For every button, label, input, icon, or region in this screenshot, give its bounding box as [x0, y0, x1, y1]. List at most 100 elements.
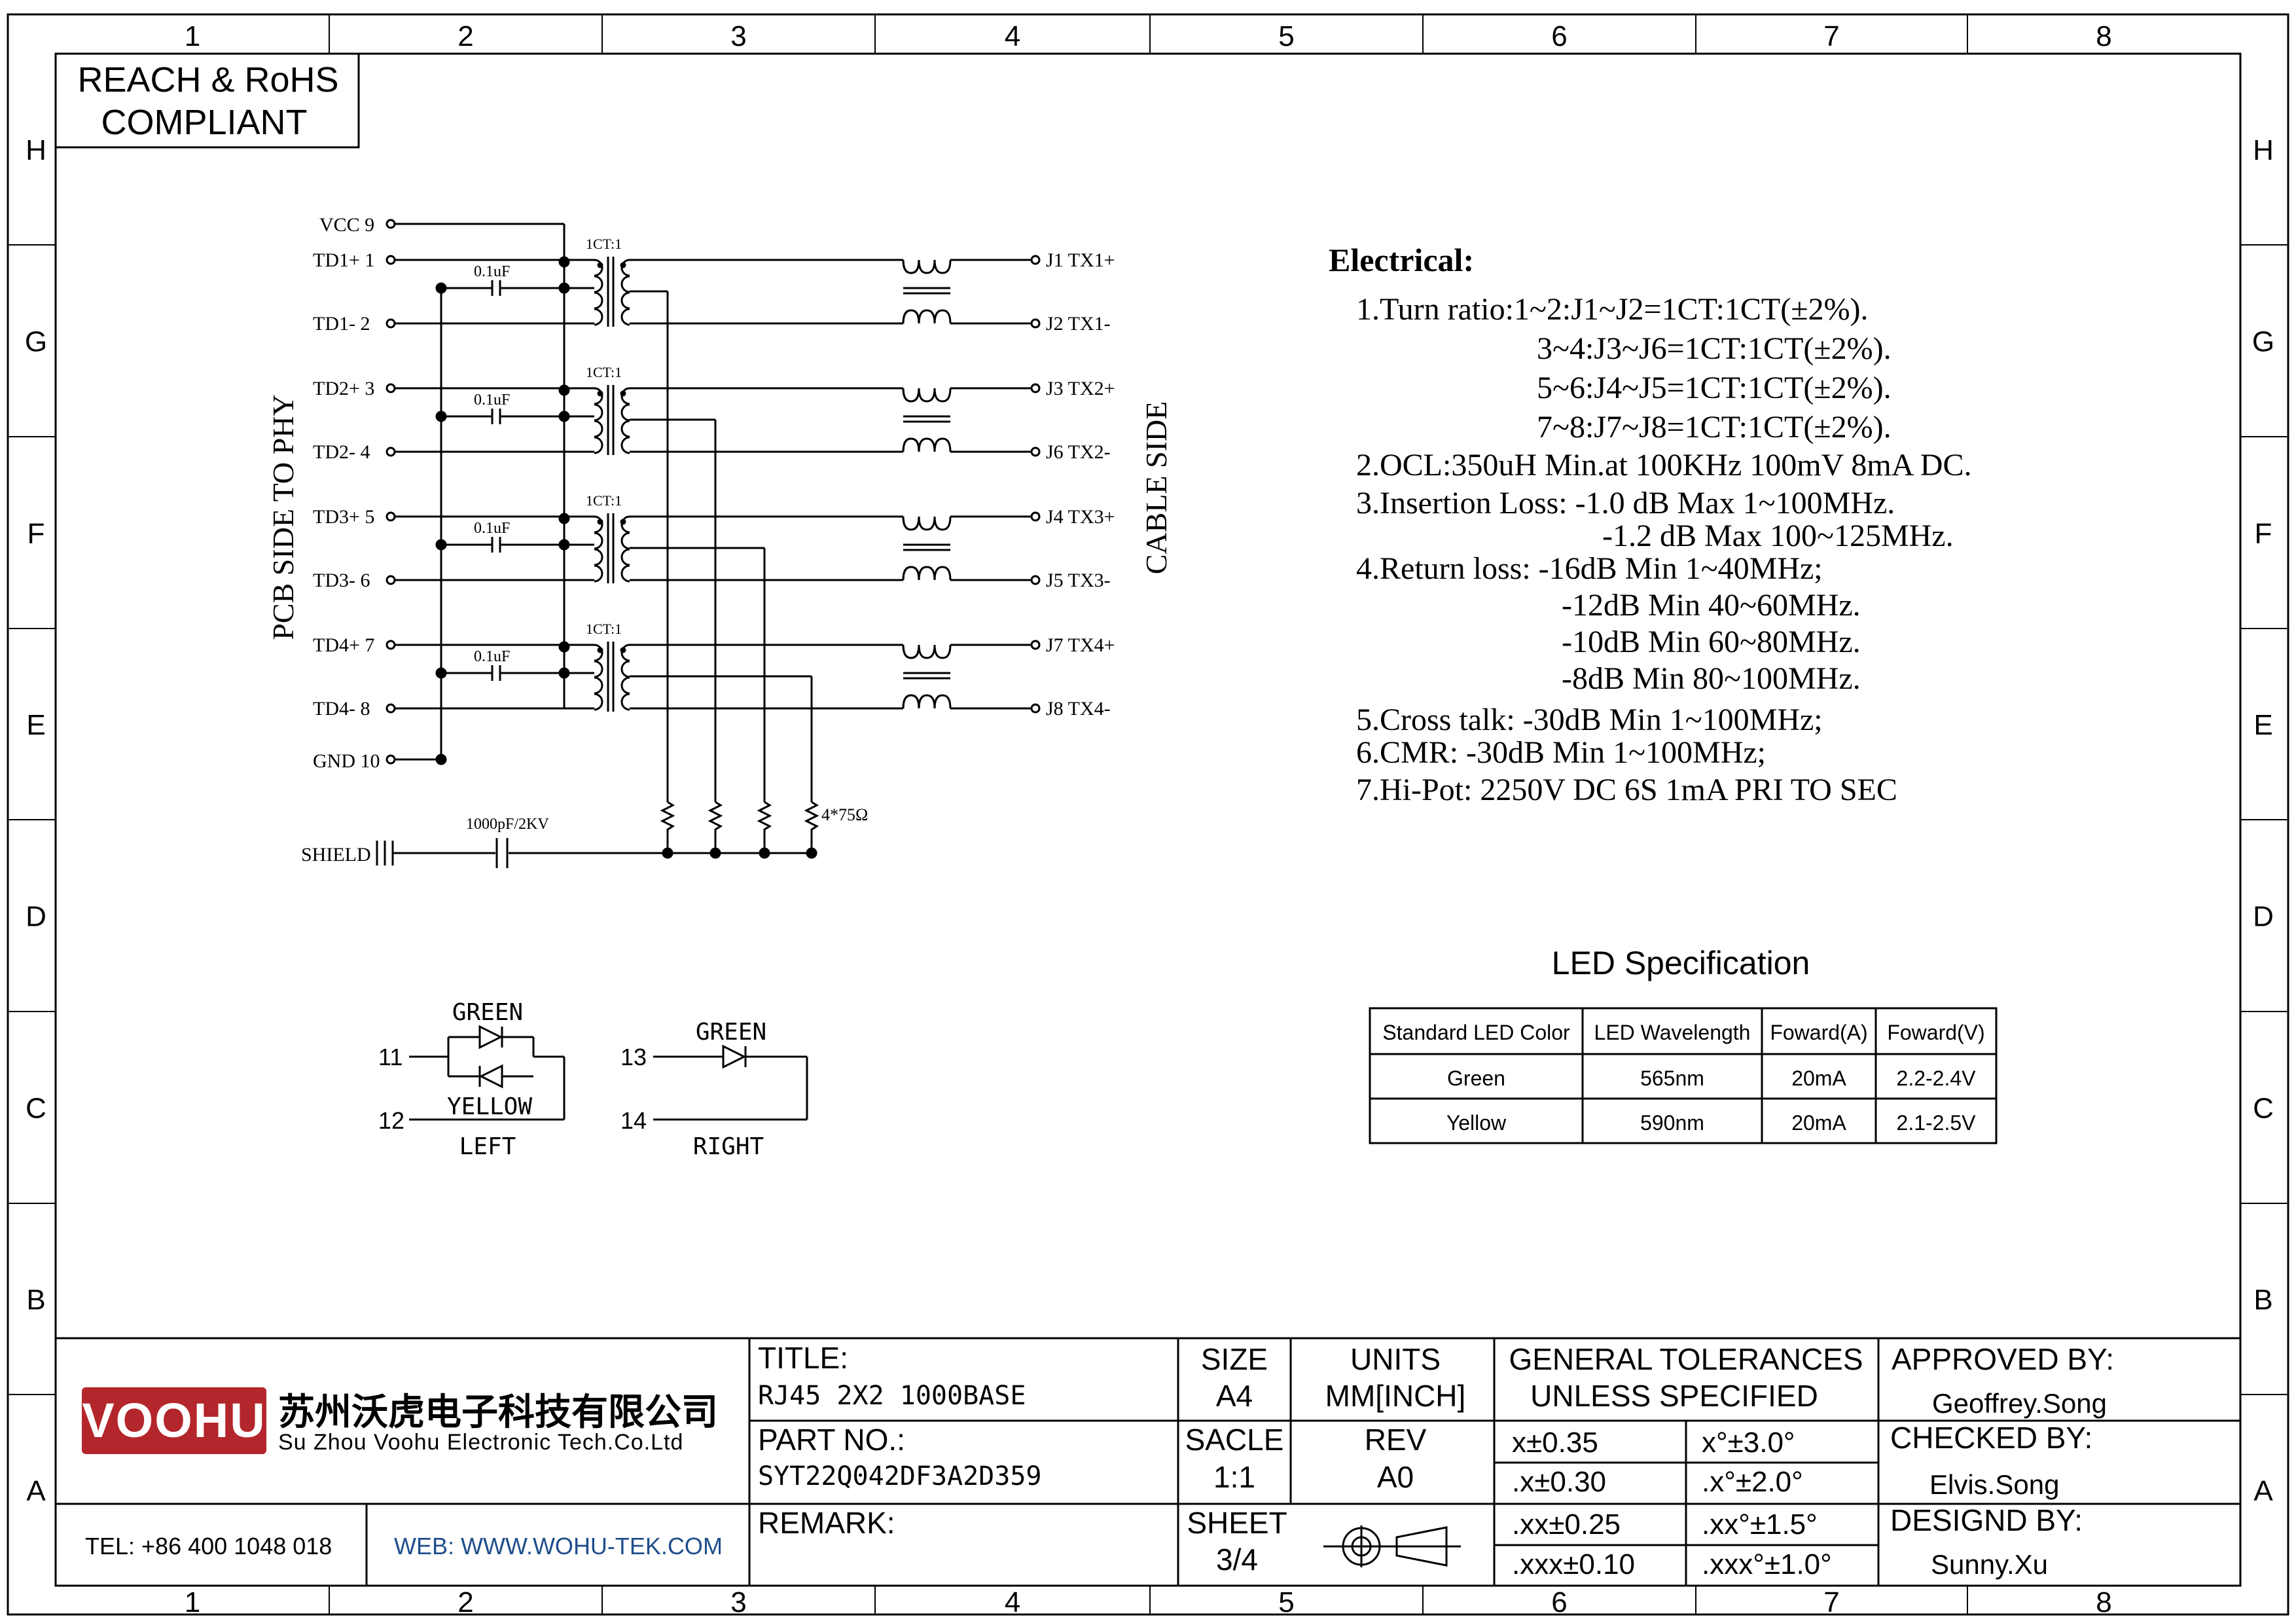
- coil-primary: [594, 693, 603, 711]
- tolerance-cell: .x±0.30: [1512, 1466, 1606, 1498]
- led-table-cell: 590nm: [1640, 1111, 1704, 1135]
- choke-coil: [902, 259, 920, 274]
- coil-primary: [594, 515, 603, 534]
- company-logo: VOOHU 苏州沃虎电子科技有限公司 Su Zhou Voohu Electro…: [82, 1387, 718, 1455]
- coil-primary: [594, 387, 603, 405]
- contact-tel: TEL: +86 400 1048 018: [85, 1533, 332, 1559]
- led-left-bottom-color: YELLOW: [447, 1093, 532, 1120]
- zone-row-label-left: H: [26, 134, 46, 166]
- zone-col-label-top: 7: [1823, 20, 1839, 52]
- coil-secondary: [620, 660, 630, 678]
- zone-col-label-bottom: 4: [1005, 1586, 1020, 1618]
- led-right-label: RIGHT: [693, 1133, 764, 1160]
- coil-primary: [594, 660, 603, 678]
- led-table-header: Foward(A): [1770, 1021, 1867, 1044]
- electrical-line: -8dB Min 80~100MHz.: [1562, 661, 1861, 696]
- cap-label: 0.1uF: [474, 392, 510, 409]
- coil-primary: [594, 259, 603, 277]
- left-pin-label: TD2- 4: [313, 441, 370, 463]
- led-spec-title: LED Specification: [1552, 945, 1810, 981]
- choke-coil: [918, 309, 936, 324]
- zone-row-label-left: A: [26, 1475, 46, 1507]
- choke-coil: [918, 694, 936, 709]
- coil-secondary: [620, 548, 630, 566]
- led-right-color: GREEN: [696, 1019, 766, 1046]
- choke-coil: [933, 437, 952, 452]
- choke-coil: [933, 516, 952, 531]
- led-table-cell: Green: [1447, 1067, 1505, 1090]
- rev-value: A0: [1377, 1460, 1414, 1494]
- ratio-label: 1CT:1: [586, 364, 622, 380]
- zone-col-label-bottom: 3: [730, 1586, 746, 1618]
- left-pin-label: TD3- 6: [313, 570, 370, 591]
- choke-coil: [933, 388, 952, 403]
- left-pin-label: TD1- 2: [313, 313, 370, 335]
- led-table-header: Standard LED Color: [1382, 1021, 1570, 1044]
- led-green-symbol: [478, 1025, 503, 1049]
- right-pin-label: J7 TX4+: [1046, 634, 1115, 656]
- shield-capacitor: [495, 838, 509, 868]
- choke-coil: [918, 566, 936, 581]
- junction: [759, 847, 770, 859]
- resistor-symbol: [757, 801, 772, 849]
- resistor-symbol: [804, 801, 819, 849]
- approved-value: Geoffrey.Song: [1932, 1388, 2107, 1419]
- company-name-en: Su Zhou Voohu Electronic Tech.Co.Ltd: [278, 1430, 683, 1455]
- cap-label: 0.1uF: [474, 520, 510, 537]
- electrical-line: 7~8:J7~J8=1CT:1CT(±2%).: [1537, 410, 1892, 445]
- tolerance-cell: x±0.35: [1512, 1427, 1598, 1459]
- left-pin-label: TD3+ 5: [313, 506, 374, 528]
- zone-row-label-right: H: [2253, 134, 2274, 166]
- zone-row-label-left: F: [27, 518, 45, 550]
- right-pin-terminal: [1030, 703, 1041, 714]
- compliance-line-2: COMPLIANT: [101, 103, 307, 142]
- choke-coil: [902, 694, 920, 709]
- zone-col-label-bottom: 8: [2096, 1586, 2111, 1618]
- coil-primary: [594, 436, 603, 454]
- coil-secondary: [620, 436, 630, 454]
- zone-row-label-right: B: [2253, 1284, 2272, 1316]
- remark-label: REMARK:: [758, 1506, 895, 1540]
- choke-coil: [933, 694, 952, 709]
- zone-row-label-right: A: [2253, 1475, 2273, 1507]
- coil-secondary: [620, 308, 630, 326]
- pcb-side-title: PCB SIDE TO PHY: [266, 394, 300, 640]
- tolerance-cell: .x°±2.0°: [1702, 1466, 1803, 1498]
- junction: [709, 847, 721, 859]
- right-pin-terminal: [1030, 383, 1041, 393]
- dot-marker: [597, 519, 603, 525]
- junction: [435, 667, 447, 679]
- led-right-pin-a: 13: [620, 1044, 647, 1070]
- coil-primary: [594, 564, 603, 583]
- choke-coil: [902, 644, 920, 659]
- led-table-cell: 20mA: [1791, 1111, 1846, 1135]
- choke-coil: [933, 644, 952, 659]
- electrical-line: 5~6:J4~J5=1CT:1CT(±2%).: [1537, 371, 1892, 405]
- choke-coil: [933, 259, 952, 274]
- schematic: PCB SIDE TO PHY CABLE SIDE VCC 9 GND 10 …: [266, 214, 1173, 868]
- coil-primary: [594, 532, 603, 550]
- tolerance-cell: .xx±0.25: [1512, 1508, 1621, 1541]
- projection-symbol-icon: [1323, 1525, 1461, 1567]
- zone-col-label-bottom: 5: [1278, 1586, 1294, 1618]
- left-pin-label: TD4+ 7: [313, 634, 374, 656]
- title-value: RJ45 2X2 1000BASE: [758, 1381, 1026, 1411]
- zone-col-label-top: 2: [457, 20, 473, 52]
- cap-label: 0.1uF: [474, 263, 510, 280]
- electrical-line: -10dB Min 60~80MHz.: [1562, 625, 1861, 659]
- zone-row-label-left: E: [26, 709, 45, 741]
- shield-label: SHIELD: [301, 844, 371, 866]
- zone-col-label-bottom: 6: [1551, 1586, 1567, 1618]
- electrical-line: 4.Return loss: -16dB Min 1~40MHz;: [1356, 551, 1823, 586]
- electrical-spec: Electrical: 1.Turn ratio:1~2:J1~J2=1CT:1…: [1329, 242, 1971, 807]
- logo-badge: [82, 1387, 266, 1454]
- tolerance-cell: .xxx°±1.0°: [1702, 1548, 1832, 1580]
- junction: [435, 410, 447, 422]
- coil-primary: [594, 676, 603, 695]
